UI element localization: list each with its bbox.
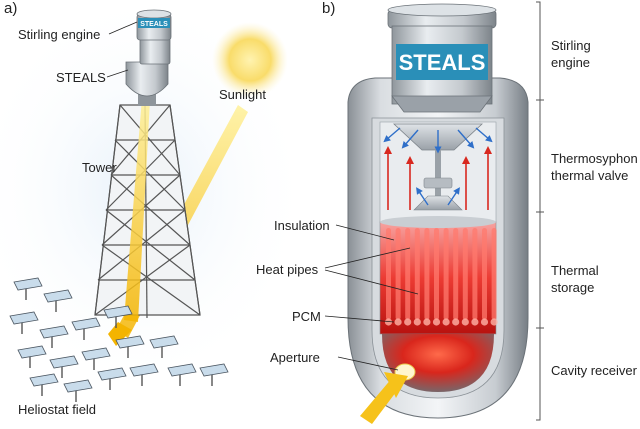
sunlight-beam-tip (108, 322, 132, 346)
section-bracket (536, 1, 544, 421)
section-thermosyphon-valve: Thermosyphon thermal valve (551, 151, 638, 183)
heliostat (103, 305, 133, 328)
flow-arrow-blue (383, 127, 401, 143)
pcm-label: PCM (292, 309, 321, 324)
aperture-arrow (360, 372, 408, 424)
panel-b-label: b) (322, 0, 336, 17)
aperture-label: Aperture (270, 350, 320, 365)
heliostat (29, 373, 59, 396)
stirling-engine-label: Stirling engine (18, 27, 101, 42)
section-thermal-storage: Thermal storage (551, 263, 599, 295)
heliostat (115, 335, 145, 358)
heliostat-field-label: Heliostat field (18, 402, 97, 417)
heliostat (97, 367, 127, 390)
flow-arrow-blue (475, 127, 493, 143)
flow-arrow-blue (447, 187, 460, 206)
section-cavity-receiver: Cavity receiver (551, 363, 637, 378)
tower-label: Tower (82, 160, 117, 175)
heat-pipe (424, 228, 430, 320)
reflected-beam (124, 98, 150, 322)
heliostat (9, 311, 39, 334)
heat-pipe-bulb (384, 318, 393, 326)
section-stirling-engine: Stirling engine (551, 38, 591, 70)
heat-pipe-bulb (461, 318, 469, 326)
panel-a-leaders (106, 21, 138, 78)
heliostat (71, 317, 101, 340)
heat-pipe-bulb (404, 318, 412, 326)
heliostat (81, 347, 111, 370)
heliostat (129, 363, 159, 386)
heliostat (167, 363, 197, 386)
panel-b-leaders (324, 224, 419, 371)
heliostat (149, 335, 179, 358)
flow-arrow-blue (457, 129, 475, 149)
heat-pipe (434, 228, 439, 320)
heat-pipe (482, 228, 487, 320)
heat-pipe (453, 228, 459, 320)
heat-pipe-bulb (471, 318, 479, 326)
heliostat (49, 355, 79, 378)
engine-badge-strip (138, 18, 170, 28)
engine-badge-text: STEALS (140, 21, 168, 28)
heliostat-field (9, 277, 229, 402)
heat-pipe-bulb (394, 318, 402, 326)
tower-lattice (94, 104, 201, 319)
heliostat (63, 379, 93, 402)
heat-pipes-label: Heat pipes (256, 262, 319, 277)
heat-pipe (472, 228, 478, 320)
heat-pipe-bulb (432, 318, 441, 326)
heat-pipe (462, 228, 468, 320)
heat-pipe (405, 228, 411, 320)
heliostat (43, 289, 73, 312)
flow-arrow-blue (416, 187, 429, 206)
sun-icon (212, 22, 288, 98)
steals-label: STEALS (56, 70, 106, 85)
heliostat (13, 277, 43, 300)
sunlight-label: Sunlight (219, 87, 266, 102)
flow-arrow-blue (401, 129, 419, 149)
heat-pipe-bulb (480, 318, 489, 326)
heat-pipe (443, 228, 449, 320)
insulation-label: Insulation (274, 218, 330, 233)
receiver-badge-strip (396, 44, 488, 80)
heat-pipe-bulb (490, 318, 498, 326)
flow-arrows (383, 127, 493, 210)
heat-pipe (491, 228, 497, 320)
tower-engine: STEALS (125, 9, 172, 106)
panel-a-label: a) (4, 0, 18, 17)
heliostat (39, 325, 69, 348)
receiver-badge-text: STEALS (399, 50, 486, 75)
receiver-engine: STEALS (387, 3, 497, 113)
heat-pipe-bulb (423, 318, 431, 326)
heat-pipe-bulb (413, 318, 421, 326)
heat-pipe (386, 228, 391, 320)
heat-pipe-bulb (442, 318, 450, 326)
heat-pipe (395, 228, 401, 320)
heat-pipe (414, 228, 420, 320)
heat-pipe-bulb (452, 318, 460, 326)
heliostat (17, 345, 47, 368)
heliostat (199, 363, 229, 386)
